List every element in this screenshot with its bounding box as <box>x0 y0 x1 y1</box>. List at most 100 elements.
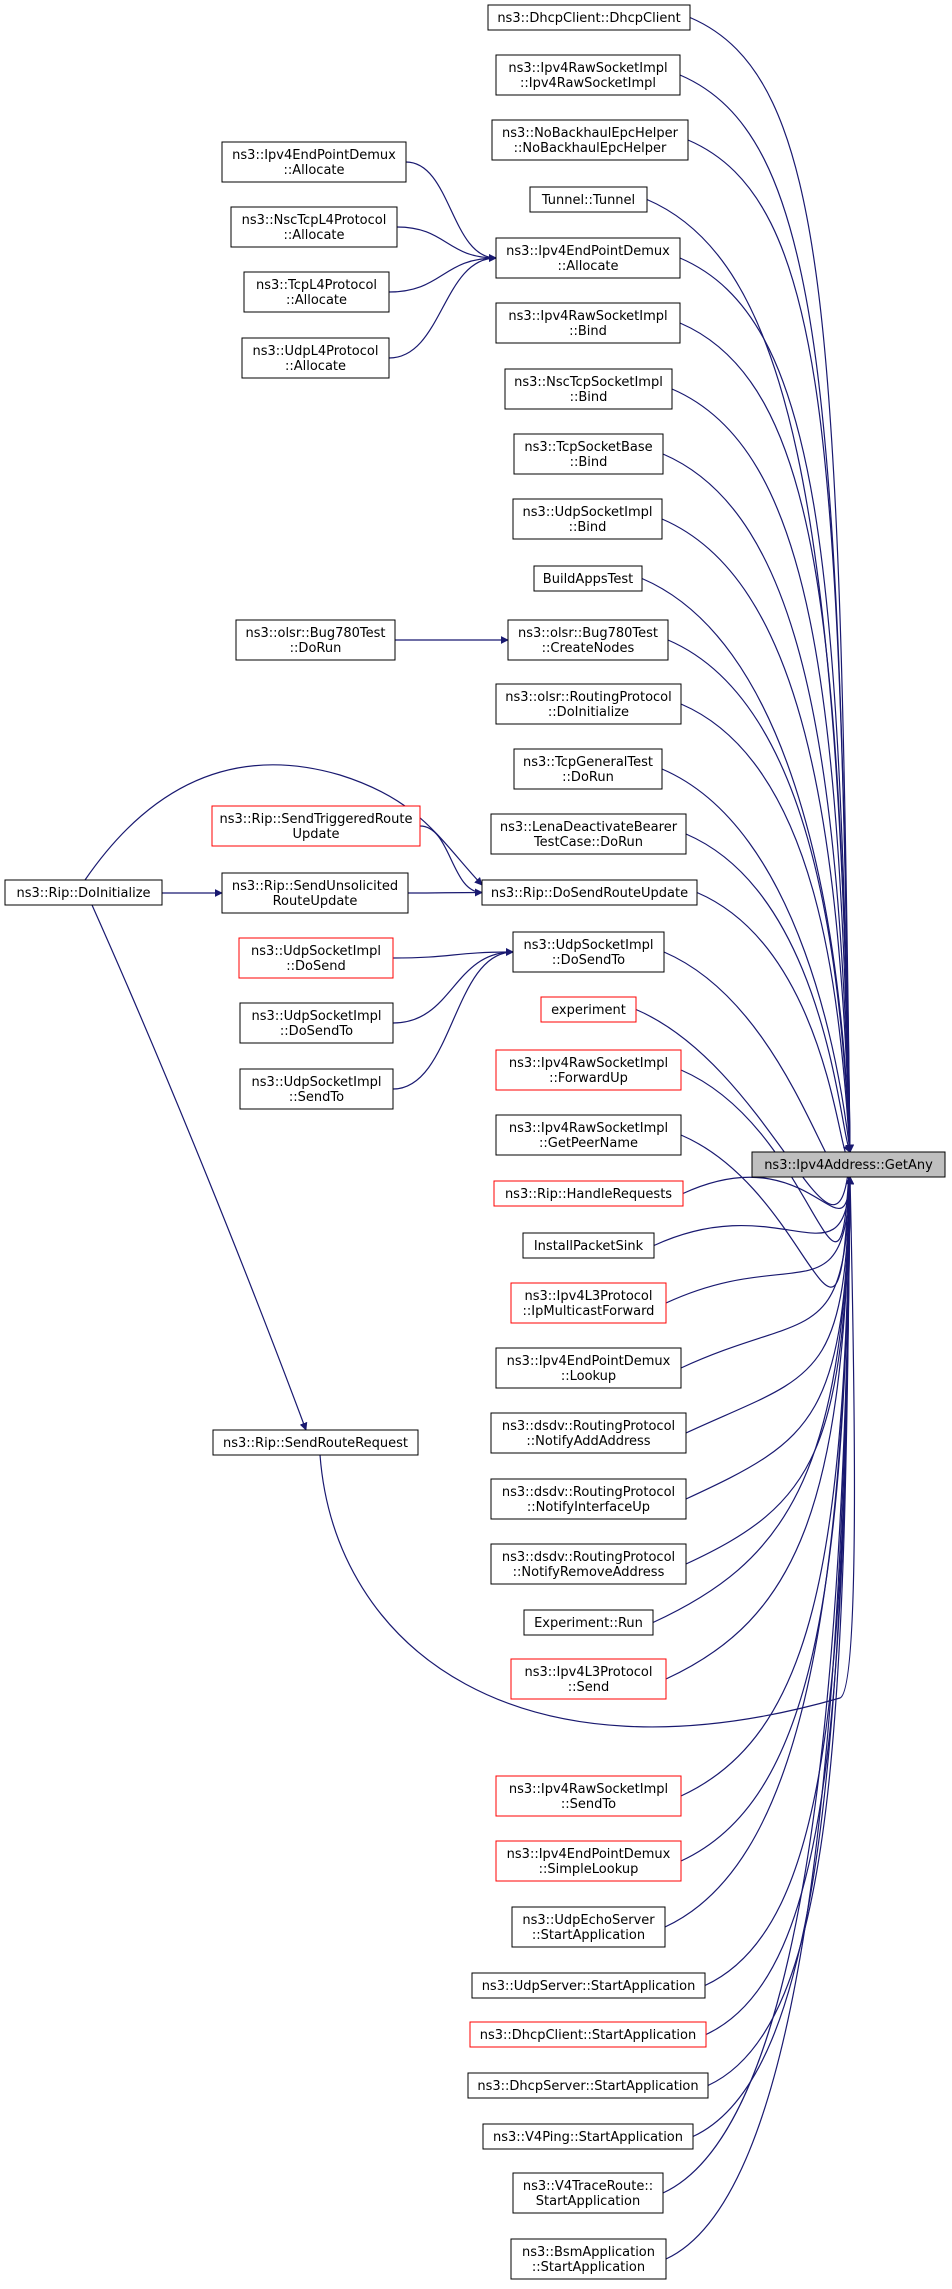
node-label: ::NotifyInterfaceUp <box>527 1500 650 1515</box>
node-buildapps[interactable]: BuildAppsTest <box>533 565 643 592</box>
node-label: ns3::Ipv4Address::GetAny <box>764 1158 933 1173</box>
node-udpsock_bind[interactable]: ns3::UdpSocketImpl::Bind <box>512 498 663 540</box>
node-label: ns3::DhcpClient::StartApplication <box>480 2028 696 2043</box>
node-dsdv_addaddr[interactable]: ns3::dsdv::RoutingProtocol::NotifyAddAdd… <box>490 1412 687 1454</box>
node-ep_demux_lookup[interactable]: ns3::Ipv4EndPointDemux::Lookup <box>495 1347 682 1389</box>
node-dsdv_rmaddr[interactable]: ns3::dsdv::RoutingProtocol::NotifyRemove… <box>490 1543 687 1585</box>
node-dhcpserver_start[interactable]: ns3::DhcpServer::StartApplication <box>467 2072 709 2099</box>
node-ep_demux_alloc_l[interactable]: ns3::Ipv4EndPointDemux::Allocate <box>221 141 407 183</box>
node-box <box>495 302 681 344</box>
edge-dsdv_ifup-to-getany <box>685 1176 854 1500</box>
node-box <box>512 931 665 973</box>
node-box <box>510 2238 667 2280</box>
node-label: ns3::Ipv4EndPointDemux <box>506 244 670 259</box>
node-label: ns3::Ipv4RawSocketImpl <box>509 1782 668 1797</box>
node-label: ns3::Rip::DoSendRouteUpdate <box>491 886 688 901</box>
node-box <box>239 1068 394 1110</box>
node-rip_handlereq[interactable]: ns3::Rip::HandleRequests <box>493 1180 684 1207</box>
edge-tcpl4_alloc-to-ep_demux_alloc <box>388 254 497 293</box>
node-box <box>510 1282 667 1324</box>
node-bug780_create[interactable]: ns3::olsr::Bug780Test::CreateNodes <box>507 619 669 661</box>
node-tunnel[interactable]: Tunnel::Tunnel <box>529 186 648 213</box>
node-tcpgeneral[interactable]: ns3::TcpGeneralTest::DoRun <box>513 748 663 790</box>
node-ep_demux_simple[interactable]: ns3::Ipv4EndPointDemux::SimpleLookup <box>495 1840 682 1882</box>
node-experiment[interactable]: experiment <box>540 996 637 1023</box>
node-label: ns3::LenaDeactivateBearer <box>500 820 678 835</box>
node-label: experiment <box>551 1003 626 1018</box>
node-box <box>490 1543 687 1585</box>
node-dhcpclient_ctor[interactable]: ns3::DhcpClient::DhcpClient <box>487 4 691 31</box>
node-box <box>469 2021 707 2048</box>
node-label: ns3::UdpSocketImpl <box>523 505 653 520</box>
node-label: ::CreateNodes <box>542 641 635 656</box>
node-rawsock_getpeer[interactable]: ns3::Ipv4RawSocketImpl::GetPeerName <box>495 1114 682 1156</box>
node-rip_dosendroute[interactable]: ns3::Rip::DoSendRouteUpdate <box>481 879 698 906</box>
node-label: ns3::UdpSocketImpl <box>252 1009 382 1024</box>
edge-udpl4_alloc-to-ep_demux_alloc <box>388 254 497 359</box>
node-label: ::Lookup <box>561 1369 616 1384</box>
node-box <box>471 1972 706 1999</box>
node-udpsock_dosendto2[interactable]: ns3::UdpSocketImpl::DoSendTo <box>239 1002 394 1044</box>
node-bsm_start[interactable]: ns3::BsmApplication::StartApplication <box>510 2238 667 2280</box>
node-label: RouteUpdate <box>273 894 358 909</box>
node-rawsock_fwdup[interactable]: ns3::Ipv4RawSocketImpl::ForwardUp <box>495 1049 682 1091</box>
node-nsctcp_alloc[interactable]: ns3::NscTcpL4Protocol::Allocate <box>230 206 398 248</box>
node-ipv4rawsock_ctor[interactable]: ns3::Ipv4RawSocketImpl::Ipv4RawSocketImp… <box>495 54 681 96</box>
node-rip_doinit[interactable]: ns3::Rip::DoInitialize <box>4 879 163 906</box>
node-udpsock_dosendto[interactable]: ns3::UdpSocketImpl::DoSendTo <box>512 931 665 973</box>
node-label: ::Allocate <box>283 163 344 178</box>
node-label: BuildAppsTest <box>543 572 633 587</box>
edge-bsm_start-to-getany <box>665 1176 854 2260</box>
node-label: ns3::Rip::HandleRequests <box>505 1187 672 1202</box>
node-box <box>211 805 421 847</box>
node-box <box>533 565 643 592</box>
node-rawsock_sendto[interactable]: ns3::Ipv4RawSocketImpl::SendTo <box>495 1775 682 1817</box>
node-v4ping_start[interactable]: ns3::V4Ping::StartApplication <box>482 2123 694 2150</box>
node-ipv4l3_ipmcast[interactable]: ns3::Ipv4L3Protocol::IpMulticastForward <box>510 1282 667 1324</box>
node-label: ns3::Ipv4L3Protocol <box>525 1665 653 1680</box>
node-ipv4l3_send[interactable]: ns3::Ipv4L3Protocol::Send <box>510 1658 667 1700</box>
node-label: ns3::V4Ping::StartApplication <box>493 2130 683 2145</box>
node-label: ::DoSend <box>286 959 345 974</box>
node-label: ::Bind <box>570 390 608 405</box>
node-udpsock_dosend[interactable]: ns3::UdpSocketImpl::DoSend <box>238 937 394 979</box>
node-olsr_doinit[interactable]: ns3::olsr::RoutingProtocol::DoInitialize <box>495 683 682 725</box>
edge-tcpgeneral-to-getany <box>661 768 854 1153</box>
edge-dhcpclient_ctor-to-getany <box>689 16 854 1153</box>
node-tcpsockbase_bind[interactable]: ns3::TcpSocketBase::Bind <box>513 433 664 475</box>
node-udpsock_sendto[interactable]: ns3::UdpSocketImpl::SendTo <box>239 1068 394 1110</box>
node-box <box>540 996 637 1023</box>
edge-udpsock_dosendto2-to-udpsock_dosendto <box>392 948 514 1024</box>
node-v4trace_start[interactable]: ns3::V4TraceRoute::StartApplication <box>512 2172 664 2214</box>
node-udpecho_start[interactable]: ns3::UdpEchoServer::StartApplication <box>511 1906 666 1948</box>
node-box <box>241 337 390 379</box>
node-label: ns3::UdpEchoServer <box>522 1913 655 1928</box>
node-box <box>512 2172 664 2214</box>
node-ep_demux_alloc[interactable]: ns3::Ipv4EndPointDemux::Allocate <box>495 237 681 279</box>
edge-udpsock_sendto-to-udpsock_dosendto <box>392 948 514 1090</box>
node-bug780_dorun[interactable]: ns3::olsr::Bug780Test::DoRun <box>235 619 396 661</box>
edge-lenadeact-to-getany <box>685 833 851 1153</box>
node-nobackhaul[interactable]: ns3::NoBackhaulEpcHelper::NoBackhaulEpcH… <box>491 119 689 161</box>
node-tcpl4_alloc[interactable]: ns3::TcpL4Protocol::Allocate <box>243 271 390 313</box>
node-experiment_run[interactable]: Experiment::Run <box>523 1609 654 1636</box>
node-nsctcpsock_bind[interactable]: ns3::NscTcpSocketImpl::Bind <box>504 368 673 410</box>
node-udpserver_start[interactable]: ns3::UdpServer::StartApplication <box>471 1972 706 1999</box>
node-label: ns3::BsmApplication <box>522 2245 655 2260</box>
node-rawsock_bind[interactable]: ns3::Ipv4RawSocketImpl::Bind <box>495 302 681 344</box>
node-udpl4_alloc[interactable]: ns3::UdpL4Protocol::Allocate <box>241 337 390 379</box>
node-box <box>495 683 682 725</box>
edge-v4ping_start-to-getany <box>692 1176 854 2138</box>
node-rip_sendroutereq[interactable]: ns3::Rip::SendRouteRequest <box>212 1429 419 1456</box>
node-label: ns3::Rip::SendTriggeredRoute <box>220 812 413 827</box>
node-getany[interactable]: ns3::Ipv4Address::GetAny <box>751 1151 946 1178</box>
edge-rawsock_fwdup-to-getany <box>680 1069 854 1243</box>
node-label: ::NotifyRemoveAddress <box>513 1565 665 1580</box>
node-dhcpclient_start[interactable]: ns3::DhcpClient::StartApplication <box>469 2021 707 2048</box>
node-dsdv_ifup[interactable]: ns3::dsdv::RoutingProtocol::NotifyInterf… <box>490 1478 687 1520</box>
node-installsink[interactable]: InstallPacketSink <box>522 1232 655 1259</box>
node-label: ns3::UdpServer::StartApplication <box>482 1979 696 1994</box>
